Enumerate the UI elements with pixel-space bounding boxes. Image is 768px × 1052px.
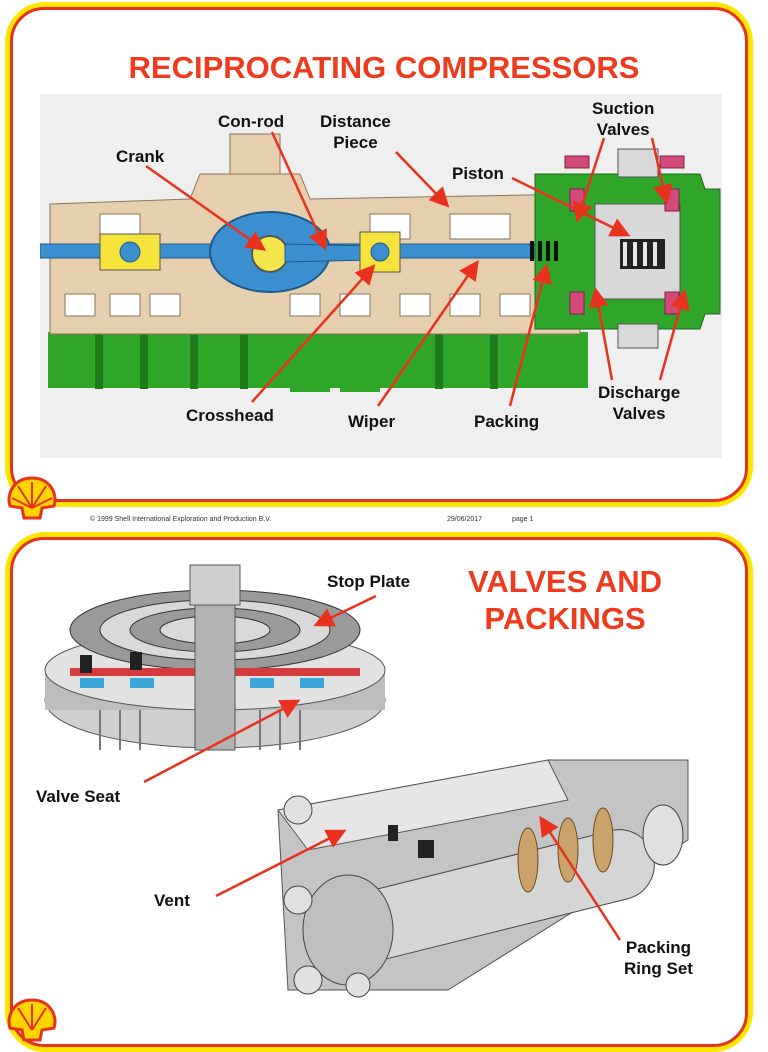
footer-copyright: © 1999 Shell International Exploration a… — [90, 516, 272, 523]
label-suction-line1: Suction — [592, 99, 655, 118]
label-discharge-line2: Valves — [612, 404, 666, 423]
footer-date: 29/06/2017 — [447, 516, 483, 523]
label-crosshead: Crosshead — [186, 406, 274, 425]
label-discharge-line1: Discharge — [598, 383, 681, 402]
label-packing-ring-line1: Packing — [625, 938, 692, 957]
label-packing-ring-line2: Ring Set — [624, 959, 693, 978]
label-distance-piece: Distance Piece — [320, 111, 391, 153]
valve-illustration — [44, 564, 386, 751]
label-packing: Packing — [474, 412, 540, 431]
label-crank: Crank — [116, 147, 165, 166]
slide-2-title-line2: PACKINGS — [484, 601, 646, 636]
footer-page: page 1 — [512, 516, 534, 523]
slide-2-title: VALVES AND PACKINGS — [440, 563, 690, 637]
slide-2-arrows — [143, 594, 622, 941]
slide-1-inner-border — [10, 7, 748, 502]
label-suction-line2: Valves — [596, 120, 650, 139]
label-vent: Vent — [154, 891, 190, 910]
packing-illustration — [277, 759, 689, 998]
shell-logo-icon-2 — [7, 998, 57, 1042]
compressor-diagram — [40, 94, 722, 458]
label-wiper: Wiper — [348, 412, 396, 431]
label-piston: Piston — [452, 164, 504, 183]
slide-1 — [5, 2, 753, 507]
label-discharge-valves: Discharge Valves — [598, 382, 680, 424]
slide-2-title-line1: VALVES AND — [467, 564, 663, 599]
slide-1-arrows — [145, 131, 690, 407]
label-conrod: Con-rod — [218, 112, 285, 131]
label-stop-plate: Stop Plate — [327, 572, 411, 591]
label-suction-valves: Suction Valves — [592, 98, 654, 140]
label-distance-piece-line2: Piece — [333, 133, 378, 152]
label-packing-ring-set: Packing Ring Set — [624, 937, 693, 979]
shell-logo-icon — [7, 476, 57, 520]
label-distance-piece-line1: Distance — [320, 112, 391, 131]
slide-1-title: RECIPROCATING COMPRESSORS — [128, 50, 640, 85]
label-valve-seat: Valve Seat — [36, 787, 121, 806]
